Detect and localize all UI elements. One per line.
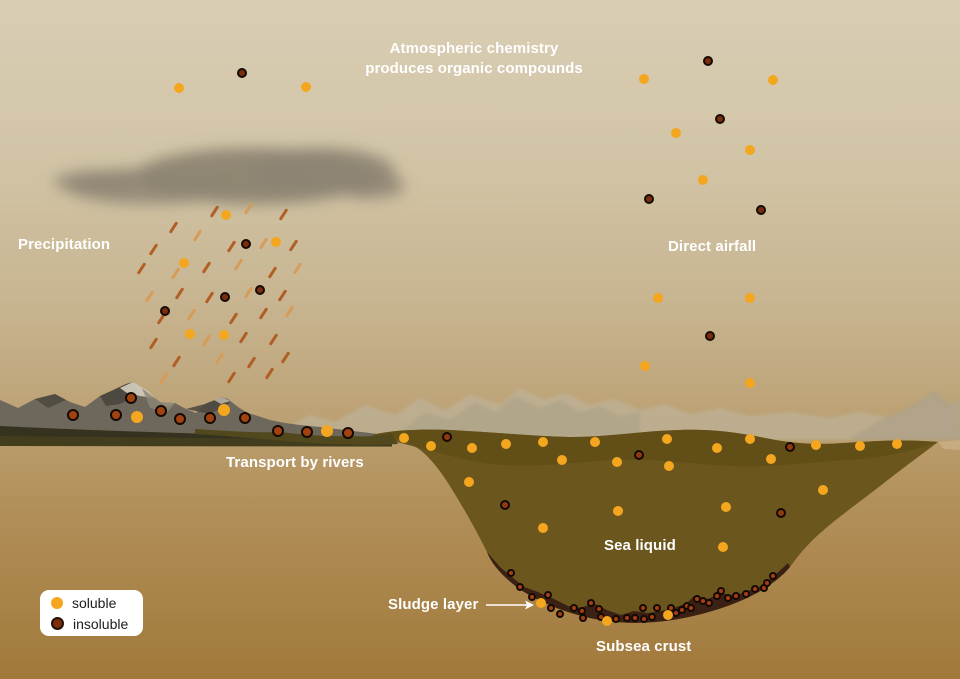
- label-transport-by-rivers: Transport by rivers: [226, 454, 364, 471]
- background-mountains: [280, 388, 960, 440]
- diagram-title: Atmospheric chemistry produces organic c…: [174, 39, 774, 79]
- right-shore: [938, 440, 960, 450]
- cloud: [53, 148, 405, 204]
- label-direct-airfall: Direct airfall: [668, 238, 757, 255]
- label-sea-liquid: Sea liquid: [604, 537, 676, 554]
- legend-label-soluble: soluble: [72, 594, 117, 611]
- label-sludge-layer-group: Sludge layer: [388, 596, 535, 613]
- legend-label-insoluble: insoluble: [73, 615, 129, 632]
- label-sludge-layer: Sludge layer: [388, 596, 479, 613]
- river: [195, 429, 398, 445]
- insoluble-swatch-icon: [51, 617, 64, 630]
- sea: [372, 429, 938, 623]
- sea-surface-band: [372, 429, 938, 467]
- legend: soluble insoluble: [40, 590, 143, 636]
- sludge-arrow-icon: [486, 600, 535, 609]
- legend-item-insoluble: insoluble: [51, 616, 143, 632]
- sludge-shape: [487, 552, 790, 623]
- soluble-swatch-icon: [51, 596, 63, 609]
- legend-item-soluble: soluble: [51, 595, 143, 611]
- title-line-1: Atmospheric chemistry: [389, 40, 559, 57]
- label-subsea-crust: Subsea crust: [596, 638, 692, 655]
- title-line-2: produces organic compounds: [365, 60, 583, 77]
- label-precipitation: Precipitation: [18, 236, 111, 253]
